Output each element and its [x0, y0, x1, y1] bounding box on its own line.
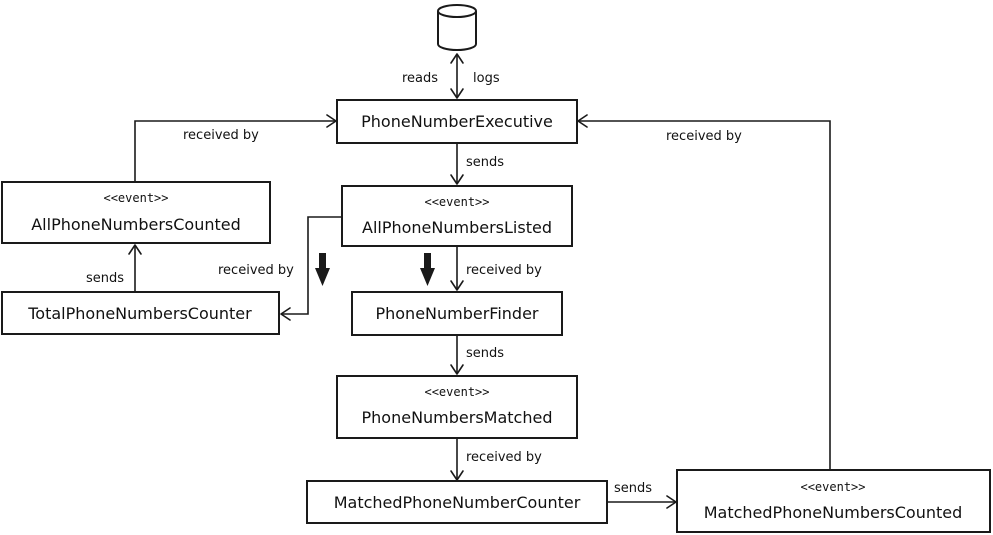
node-stereotype: <<event>> — [800, 480, 865, 494]
edge-label-logs: logs — [473, 71, 500, 86]
node-name: PhoneNumbersMatched — [362, 408, 553, 427]
edge-label-total-sends: sends — [86, 271, 124, 286]
node-name: PhoneNumberExecutive — [361, 112, 553, 131]
db-executive-connector — [450, 53, 464, 99]
listed-to-total-arrow — [280, 216, 342, 321]
edge-label-exec-sends: sends — [466, 155, 504, 170]
node-all-phone-numbers-listed: <<event>> AllPhoneNumbersListed — [341, 185, 573, 247]
node-name: TotalPhoneNumbersCounter — [27, 304, 252, 323]
node-name: AllPhoneNumbersCounted — [31, 215, 241, 234]
edge-label-finder-sends: sends — [466, 346, 504, 361]
counter-to-matched-counted-arrow — [608, 495, 677, 509]
node-phone-numbers-matched: <<event>> PhoneNumbersMatched — [336, 375, 578, 439]
node-all-phone-numbers-counted: <<event>> AllPhoneNumbersCounted — [1, 181, 271, 244]
finder-to-matched-arrow — [450, 335, 464, 375]
node-name: AllPhoneNumbersListed — [362, 218, 552, 237]
matched-counted-to-executive-arrow — [577, 114, 831, 469]
parallel-arrow-icon-left — [315, 253, 330, 286]
total-to-counted-arrow — [128, 244, 142, 291]
node-phone-number-executive: PhoneNumberExecutive — [336, 99, 578, 144]
edge-label-reads: reads — [402, 71, 438, 86]
counted-to-executive-arrow — [134, 114, 337, 181]
edge-label-matched-counted-received-by: received by — [666, 129, 742, 144]
node-name: MatchedPhoneNumberCounter — [334, 493, 581, 512]
node-phone-number-finder: PhoneNumberFinder — [351, 291, 563, 336]
node-stereotype: <<event>> — [424, 195, 489, 209]
edge-label-counted-received-by: received by — [183, 128, 259, 143]
edge-label-counter-sends: sends — [614, 481, 652, 496]
edge-label-listed-received-by-finder: received by — [466, 263, 542, 278]
database-icon — [437, 4, 477, 51]
node-total-phone-numbers-counter: TotalPhoneNumbersCounter — [1, 291, 280, 335]
node-name: MatchedPhoneNumbersCounted — [704, 503, 963, 522]
node-matched-phone-numbers-counted: <<event>> MatchedPhoneNumbersCounted — [676, 469, 991, 533]
parallel-arrow-icon-right — [420, 253, 435, 286]
node-name: PhoneNumberFinder — [375, 304, 538, 323]
edge-label-listed-received-by-total: received by — [218, 263, 294, 278]
edge-label-matched-received-by: received by — [466, 450, 542, 465]
matched-to-counter-arrow — [450, 438, 464, 481]
executive-to-listed-arrow — [450, 143, 464, 185]
node-stereotype: <<event>> — [103, 191, 168, 205]
node-matched-phone-number-counter: MatchedPhoneNumberCounter — [306, 480, 608, 524]
listed-to-finder-arrow — [450, 246, 464, 291]
node-stereotype: <<event>> — [424, 385, 489, 399]
